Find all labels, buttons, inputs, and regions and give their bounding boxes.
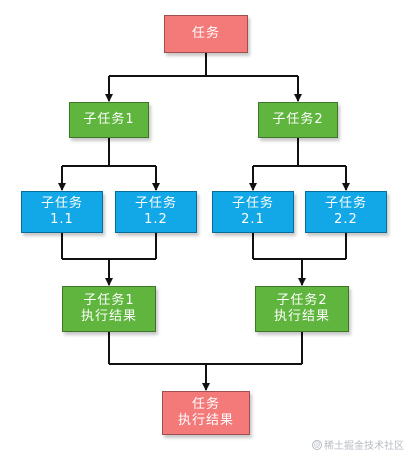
subtask-1-merge-connector: [61, 233, 157, 286]
task-node-label: 任务: [191, 26, 220, 41]
subtask-1-result-line-1: 子任务1: [83, 293, 135, 308]
subtask-1-2-line-2: 1.2: [144, 212, 168, 227]
subtask-2-1-node: 子任务 2.1: [212, 191, 294, 233]
watermark-text: 稀土掘金技术社区: [324, 441, 404, 452]
subtask-2-node: 子任务2: [258, 102, 338, 138]
subtask-1-node: 子任务1: [69, 102, 149, 138]
subtask-1-split-connector: [58, 138, 160, 191]
subtask-1-1-line-2: 1.1: [50, 212, 74, 227]
task-result-line-2: 执行结果: [177, 413, 234, 428]
subtask-2-merge-connector: [252, 233, 347, 286]
subtask-2-2-line-2: 2.2: [334, 212, 358, 227]
subtask-1-1-line-1: 子任务: [40, 196, 83, 211]
subtask-2-result-line-2: 执行结果: [273, 309, 330, 324]
subtask-2-result-node: 子任务2 执行结果: [255, 286, 349, 332]
subtask-2-split-connector: [249, 138, 350, 191]
subtask-2-label: 子任务2: [272, 112, 324, 127]
final-merge-connector: [108, 332, 303, 391]
task-result-node: 任务 执行结果: [162, 391, 250, 435]
subtask-1-2-line-1: 子任务: [134, 196, 177, 211]
watermark: @ 稀土掘金技术社区: [312, 437, 404, 452]
subtask-2-2-node: 子任务 2.2: [305, 191, 387, 233]
subtask-1-result-line-2: 执行结果: [80, 309, 137, 324]
task-node: 任务: [164, 15, 248, 53]
subtask-1-2-node: 子任务 1.2: [115, 191, 197, 233]
subtask-2-2-line-1: 子任务: [324, 196, 367, 211]
subtask-2-1-line-2: 2.1: [241, 212, 265, 227]
at-sign-icon: @: [312, 439, 322, 450]
task-result-line-1: 任务: [191, 397, 220, 412]
top-split-connector: [105, 53, 302, 102]
subtask-1-label: 子任务1: [83, 112, 135, 127]
subtask-1-result-node: 子任务1 执行结果: [62, 286, 156, 332]
subtask-2-1-line-1: 子任务: [231, 196, 274, 211]
subtask-2-result-line-1: 子任务2: [276, 293, 328, 308]
subtask-1-1-node: 子任务 1.1: [21, 191, 103, 233]
